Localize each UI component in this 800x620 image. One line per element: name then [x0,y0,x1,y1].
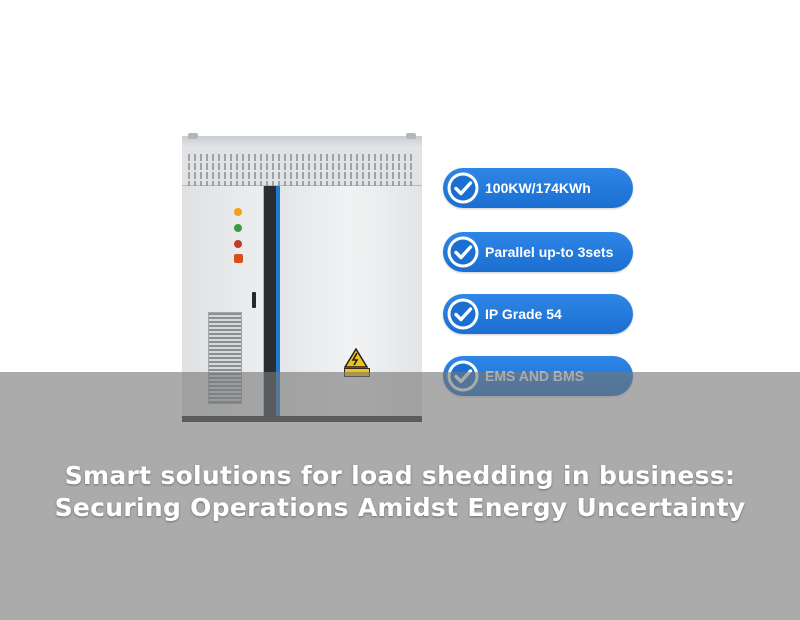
door-handle [252,292,256,308]
feature-pill: Parallel up-to 3sets [443,232,633,272]
indicator-light-red [234,240,242,248]
check-circle-icon [446,171,480,205]
feature-pill: 100KW/174KWh [443,168,633,208]
indicator-light-green [234,224,242,232]
feature-label: 100KW/174KWh [485,180,591,196]
top-ventilation-grille [182,148,422,188]
banner-title-line-1: Smart solutions for load shedding in bus… [64,461,736,490]
banner-title: Smart solutions for load shedding in bus… [0,460,800,524]
feature-pill: IP Grade 54 [443,294,633,334]
emergency-stop-button [234,254,243,263]
check-circle-icon [446,235,480,269]
feature-label: IP Grade 54 [485,306,562,322]
check-circle-icon [446,297,480,331]
blue-accent-strip [276,186,280,416]
lifting-lug [406,133,416,139]
feature-label: Parallel up-to 3sets [485,244,614,260]
banner-title-line-2: Securing Operations Amidst Energy Uncert… [54,493,746,522]
lifting-lug [188,133,198,139]
caption-overlay [0,372,800,620]
door-divider [264,186,278,416]
indicator-light-yellow [234,208,242,216]
